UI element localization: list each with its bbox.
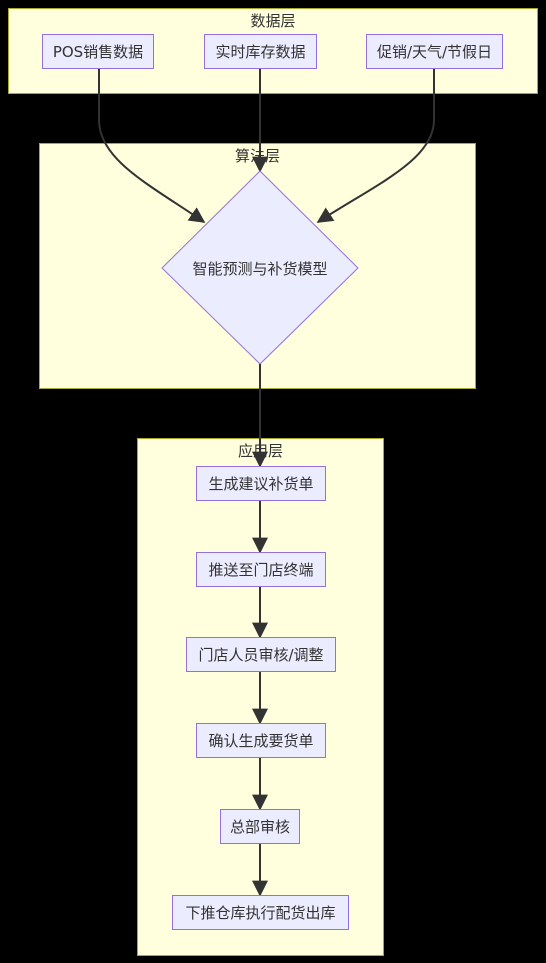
node-realtime-inventory: 实时库存数据 [204, 34, 317, 69]
node-hq-review: 总部审核 [220, 809, 300, 844]
node-forecast-model: 智能预测与补货模型 [192, 259, 328, 278]
cluster-title-app-layer: 应用层 [237, 442, 283, 460]
cluster-title-data-layer: 数据层 [250, 12, 296, 30]
node-gen-suggestion: 生成建议补货单 [196, 466, 326, 501]
cluster-title-algo-layer: 算法层 [234, 147, 280, 165]
node-promo-weather-holiday: 促销/天气/节假日 [366, 34, 503, 69]
node-push-store: 推送至门店终端 [196, 552, 326, 587]
edge-promo-to-model [316, 69, 435, 223]
edge-pos-to-model [98, 69, 206, 223]
node-pos-sales: POS销售数据 [42, 34, 154, 69]
node-store-review: 门店人员审核/调整 [186, 637, 336, 672]
node-warehouse-dispatch: 下推仓库执行配货出库 [172, 895, 349, 930]
node-confirm-order: 确认生成要货单 [196, 723, 326, 758]
